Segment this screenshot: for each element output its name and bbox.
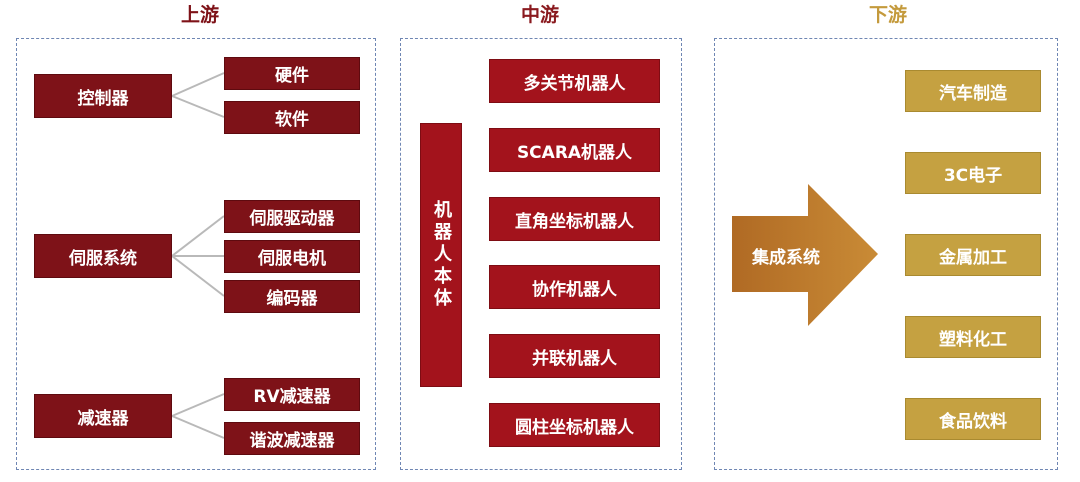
upstream-panel: [16, 38, 376, 470]
upstream-software: 软件: [224, 101, 360, 134]
downstream-panel: [714, 38, 1058, 470]
upstream-rv-reducer: RV减速器: [224, 378, 360, 411]
upstream-encoder: 编码器: [224, 280, 360, 313]
upstream-servo-motor: 伺服电机: [224, 240, 360, 273]
upstream-servo-system: 伺服系统: [34, 234, 172, 278]
midstream-type-cartesian: 直角坐标机器人: [489, 197, 660, 241]
header-downstream: 下游: [868, 4, 907, 26]
midstream-robot-body: 机器人本体: [420, 123, 462, 387]
upstream-servo-driver: 伺服驱动器: [224, 200, 360, 233]
header-midstream: 中游: [520, 4, 559, 26]
upstream-controller: 控制器: [34, 74, 172, 118]
downstream-app-metal: 金属加工: [905, 234, 1041, 276]
midstream-type-cylindrical: 圆柱坐标机器人: [489, 403, 660, 447]
upstream-reducer: 减速器: [34, 394, 172, 438]
upstream-harmonic-reducer: 谐波减速器: [224, 422, 360, 455]
midstream-type-parallel: 并联机器人: [489, 334, 660, 378]
midstream-panel: [400, 38, 682, 470]
downstream-integration-label: 集成系统: [752, 247, 820, 268]
header-upstream: 上游: [180, 4, 219, 26]
downstream-app-plastic-chemical: 塑料化工: [905, 316, 1041, 358]
upstream-hardware: 硬件: [224, 57, 360, 90]
midstream-type-scara: SCARA机器人: [489, 128, 660, 172]
downstream-app-automotive: 汽车制造: [905, 70, 1041, 112]
downstream-app-3c: 3C电子: [905, 152, 1041, 194]
midstream-type-articulated: 多关节机器人: [489, 59, 660, 103]
midstream-type-collaborative: 协作机器人: [489, 265, 660, 309]
downstream-app-food-beverage: 食品饮料: [905, 398, 1041, 440]
